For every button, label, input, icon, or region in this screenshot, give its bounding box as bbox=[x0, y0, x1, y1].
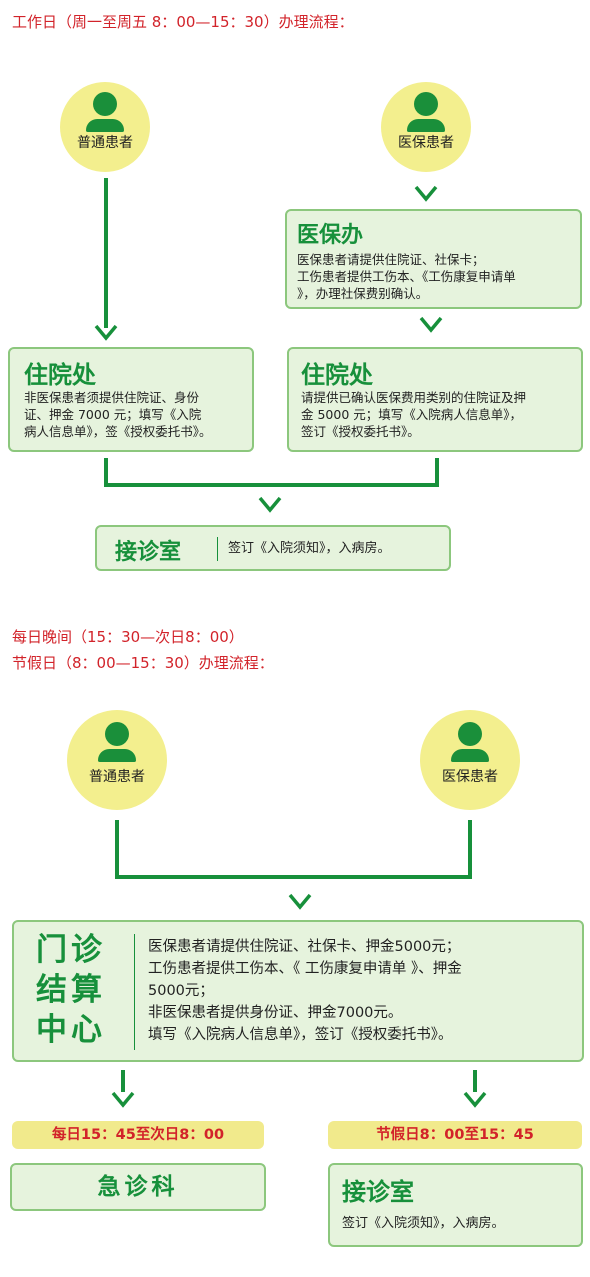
admission-left-line: 非医保患者须提供住院证、身份 bbox=[24, 390, 200, 405]
insured-patient-node: 医保患者 bbox=[381, 82, 471, 172]
admission-right-line: 金 5000 元；填写《入院病人信息单》， bbox=[301, 407, 523, 422]
clinic-center-line: 填写《入院病人信息单》，签订《授权委托书》。 bbox=[148, 1027, 453, 1043]
clinic-settlement-center-box: 门诊 结算 中心 医保患者请提供住院证、社保卡、押金5000元； 工伤患者提供工… bbox=[12, 920, 584, 1062]
section2-heading-line2: 节假日（8：00—15：30）办理流程： bbox=[12, 654, 274, 672]
section1-heading: 工作日（周一至周五 8：00—15：30）办理流程： bbox=[12, 13, 354, 31]
admission-office-title: 住院处 bbox=[24, 361, 96, 389]
connector-line bbox=[115, 875, 472, 879]
clinic-center-title: 结算 bbox=[36, 972, 106, 1008]
person-icon bbox=[98, 722, 136, 762]
clinic-center-title: 中心 bbox=[36, 1012, 106, 1048]
connector-line bbox=[435, 458, 439, 486]
clinic-center-title: 门诊 bbox=[36, 932, 106, 968]
admission-office-left-box: 住院处 非医保患者须提供住院证、身份 证、押金 7000 元；填写《入院 病人信… bbox=[8, 347, 254, 452]
connector-line bbox=[104, 483, 439, 487]
connector-line bbox=[473, 1070, 477, 1092]
connector-line bbox=[121, 1070, 125, 1092]
reception-room-title: 接诊室 bbox=[115, 540, 182, 565]
connector-line bbox=[104, 458, 108, 486]
regular-patient-label: 普通患者 bbox=[89, 769, 145, 785]
clinic-center-line: 5000元； bbox=[148, 983, 214, 999]
reception-room-box: 接诊室 签订《入院须知》，入病房。 bbox=[328, 1163, 583, 1247]
admission-left-line: 病人信息单》，签《授权委托书》。 bbox=[24, 424, 212, 439]
insured-patient-node: 医保患者 bbox=[420, 710, 520, 810]
emergency-department-title: 急诊科 bbox=[97, 1174, 179, 1200]
insurance-office-line: 医保患者请提供住院证、社保卡； bbox=[297, 252, 485, 267]
down-arrow-icon bbox=[419, 316, 443, 333]
connector-line bbox=[468, 820, 472, 878]
time-tag-left: 每日15：45至次日8：00 bbox=[12, 1121, 264, 1149]
emergency-department-box: 急诊科 bbox=[10, 1163, 266, 1211]
reception-room-title: 接诊室 bbox=[342, 1178, 414, 1206]
connector-line bbox=[115, 820, 119, 878]
admission-right-line: 请提供已确认医保费用类别的住院证及押 bbox=[301, 390, 527, 405]
divider bbox=[217, 537, 218, 561]
regular-patient-label: 普通患者 bbox=[77, 135, 133, 151]
person-icon bbox=[407, 92, 445, 132]
connector-line bbox=[104, 178, 108, 328]
time-tag-right: 节假日8：00至15：45 bbox=[328, 1121, 582, 1149]
admission-right-line: 签订《授权委托书》。 bbox=[301, 424, 420, 439]
insured-patient-label: 医保患者 bbox=[398, 135, 454, 151]
admission-left-line: 证、押金 7000 元；填写《入院 bbox=[24, 407, 202, 422]
down-arrow-icon bbox=[288, 893, 312, 910]
down-arrow-icon bbox=[111, 1091, 135, 1108]
section2-heading-line1: 每日晚间（15：30—次日8：00） bbox=[12, 628, 244, 646]
admission-office-title: 住院处 bbox=[301, 361, 373, 389]
reception-room-text: 签订《入院须知》，入病房。 bbox=[342, 1216, 505, 1231]
insurance-office-title: 医保办 bbox=[297, 223, 364, 248]
down-arrow-icon bbox=[94, 324, 118, 341]
regular-patient-node: 普通患者 bbox=[60, 82, 150, 172]
divider bbox=[134, 934, 135, 1050]
person-icon bbox=[86, 92, 124, 132]
person-icon bbox=[451, 722, 489, 762]
insurance-office-box: 医保办 医保患者请提供住院证、社保卡； 工伤患者提供工伤本、《工伤康复申请单 》… bbox=[285, 209, 582, 309]
insurance-office-line: 》，办理社保费别确认。 bbox=[297, 286, 429, 301]
reception-room-text: 签订《入院须知》，入病房。 bbox=[228, 541, 391, 556]
down-arrow-icon bbox=[414, 185, 438, 202]
reception-room-box: 接诊室 签订《入院须知》，入病房。 bbox=[95, 525, 451, 571]
clinic-center-line: 医保患者请提供住院证、社保卡、押金5000元； bbox=[148, 939, 461, 955]
down-arrow-icon bbox=[463, 1091, 487, 1108]
down-arrow-icon bbox=[258, 496, 282, 513]
admission-office-right-box: 住院处 请提供已确认医保费用类别的住院证及押 金 5000 元；填写《入院病人信… bbox=[287, 347, 583, 452]
clinic-center-line: 非医保患者提供身份证、押金7000元。 bbox=[148, 1005, 403, 1021]
insurance-office-line: 工伤患者提供工伤本、《工伤康复申请单 bbox=[297, 269, 516, 284]
clinic-center-line: 工伤患者提供工伤本、《 工伤康复申请单 》、押金 bbox=[148, 961, 462, 977]
regular-patient-node: 普通患者 bbox=[67, 710, 167, 810]
insured-patient-label: 医保患者 bbox=[442, 769, 498, 785]
